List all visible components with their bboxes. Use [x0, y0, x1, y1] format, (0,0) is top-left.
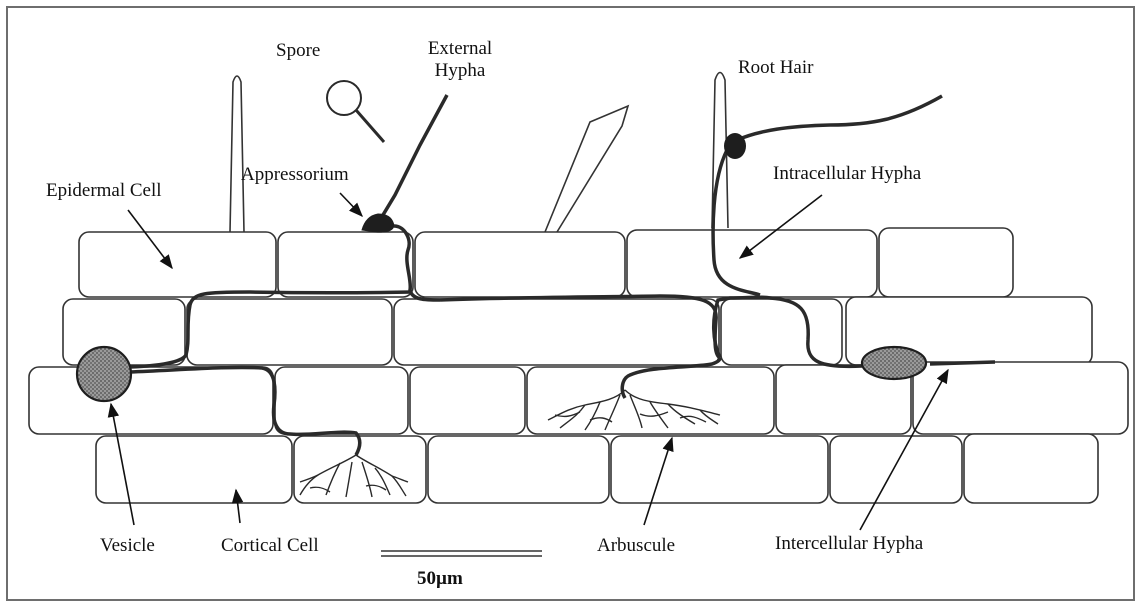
intercellular-hypha-tail: [930, 362, 995, 364]
label-external-hypha-line1: External: [415, 38, 505, 60]
scale-bar: [381, 551, 542, 556]
label-root-hair: Root Hair: [738, 57, 813, 79]
root-hair-middle: [545, 106, 628, 232]
scale-bar-label: 50µm: [417, 568, 463, 590]
label-intercellular-hypha: Intercellular Hypha: [775, 533, 923, 555]
spore-stalk: [356, 110, 384, 142]
label-vesicle: Vesicle: [100, 535, 155, 557]
vesicle-intercellular: [862, 347, 926, 379]
root-hair-left: [230, 76, 244, 232]
cortical-row-3: [96, 434, 1098, 503]
label-arbuscule: Arbuscule: [597, 535, 675, 557]
arrow-appressorium: [340, 193, 362, 216]
label-epidermal-cell: Epidermal Cell: [46, 180, 162, 202]
label-external-hypha: External Hypha: [415, 38, 505, 82]
cortical-row-1: [63, 297, 1092, 365]
label-external-hypha-line2: Hypha: [415, 60, 505, 82]
label-appressorium: Appressorium: [241, 164, 349, 186]
spore: [327, 81, 361, 115]
epidermal-cells: [79, 228, 1013, 297]
root-hairs: [230, 73, 728, 233]
appressorium: [362, 214, 394, 232]
cortical-row-2: [29, 362, 1128, 434]
vesicle: [77, 347, 131, 401]
label-intracellular-hypha: Intracellular Hypha: [773, 163, 921, 185]
root-hair-appressorium: [724, 133, 746, 159]
external-hypha: [380, 95, 447, 220]
label-spore: Spore: [276, 40, 320, 62]
label-cortical-cell: Cortical Cell: [221, 535, 319, 557]
